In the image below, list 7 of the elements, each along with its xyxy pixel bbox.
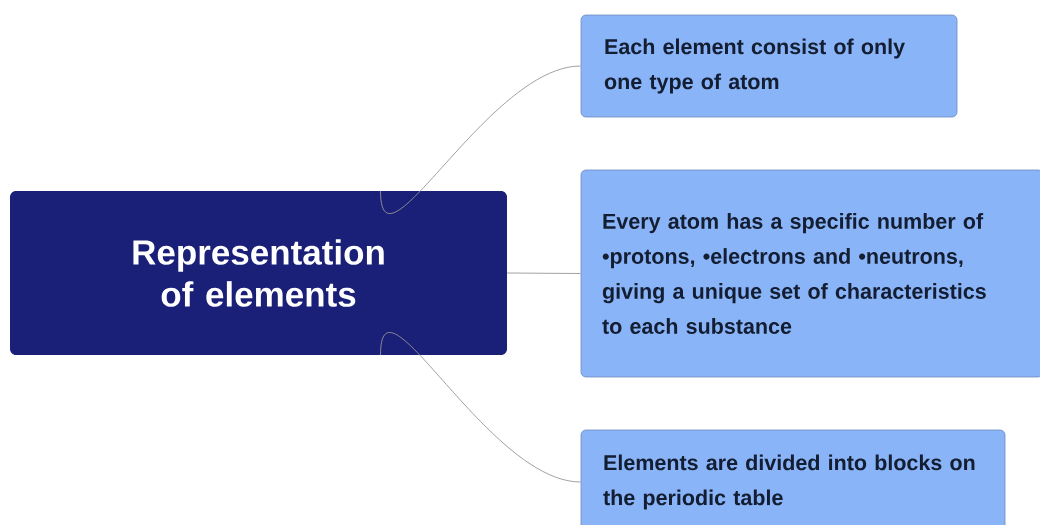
info-box: Every atom has a specific number of •protons, •electrons and •neutrons, giving a unique set of characteristics to each substance bbox=[580, 169, 1040, 378]
info-box: Elements are divided into blocks on the periodic table bbox=[580, 429, 1006, 525]
topic-box: Representation of elements bbox=[10, 191, 507, 355]
connector-line bbox=[380, 65, 582, 214]
info-box: Each element consist of only one type of atom bbox=[580, 14, 958, 118]
connector-line bbox=[380, 332, 582, 483]
connector-line bbox=[506, 272, 582, 274]
